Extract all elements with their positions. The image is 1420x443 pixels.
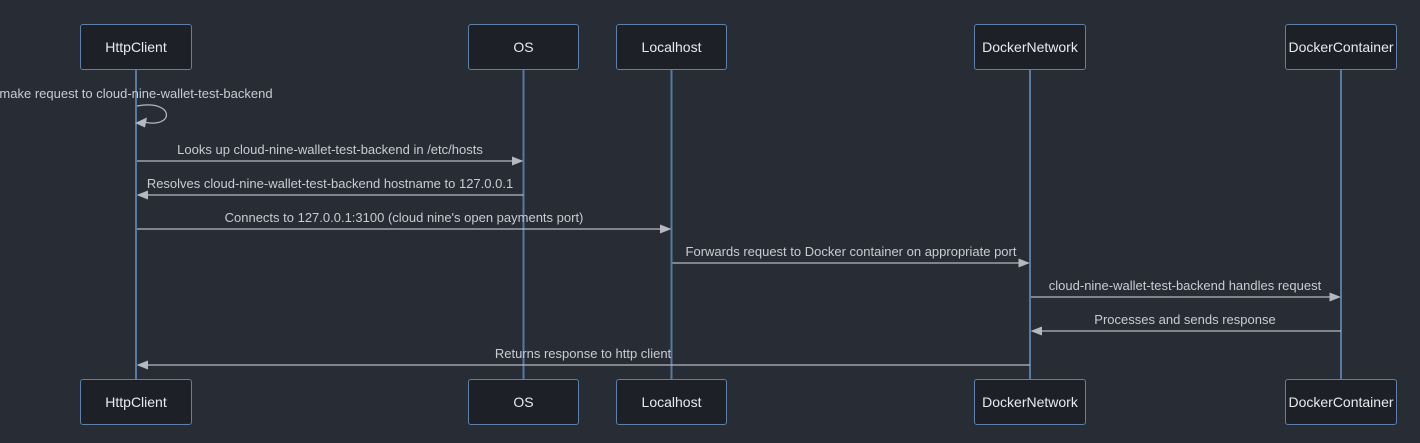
message-label-connects: Connects to 127.0.0.1:3100 (cloud nine's… [224, 210, 584, 225]
participant-label: DockerContainer [1288, 39, 1394, 55]
message-label-returns: Returns response to http client [494, 346, 672, 361]
message-arrow-returns [136, 360, 1030, 370]
message-arrow-connects [137, 224, 672, 234]
message-arrow-resolves [136, 190, 524, 200]
message-arrow-self-loop [135, 104, 167, 128]
participant-label: Localhost [641, 39, 702, 55]
participant-box-os-top: OS [468, 24, 579, 70]
participant-box-dockercontainer-top: DockerContainer [1285, 24, 1397, 70]
participant-box-httpclient-bottom: HttpClient [80, 379, 192, 425]
participant-label: HttpClient [105, 394, 167, 410]
participant-label: DockerNetwork [982, 39, 1078, 55]
message-label-processes: Processes and sends response [1094, 312, 1276, 327]
participant-box-localhost-top: Localhost [616, 24, 727, 70]
message-arrow-lookup [137, 156, 524, 166]
participant-box-dockercontainer-bottom: DockerContainer [1285, 379, 1397, 425]
participant-label: OS [513, 394, 534, 410]
participant-label: Localhost [641, 394, 702, 410]
participant-box-os-bottom: OS [468, 379, 579, 425]
participant-label: HttpClient [105, 39, 167, 55]
message-label-resolves: Resolves cloud-nine-wallet-test-backend … [146, 176, 514, 191]
participant-label: DockerNetwork [982, 394, 1078, 410]
participant-box-dockernetwork-top: DockerNetwork [974, 24, 1086, 70]
participant-label: DockerContainer [1288, 394, 1394, 410]
participant-box-localhost-bottom: Localhost [616, 379, 727, 425]
message-label-forwards: Forwards request to Docker container on … [685, 244, 1017, 259]
message-label-lookup: Looks up cloud-nine-wallet-test-backend … [177, 142, 483, 157]
message-arrow-handles [1031, 292, 1341, 302]
participant-box-httpclient-top: HttpClient [80, 24, 192, 70]
message-label-handles: cloud-nine-wallet-test-backend handles r… [1048, 278, 1322, 293]
message-label-self-request: make request to cloud-nine-wallet-test-b… [0, 86, 273, 101]
participant-label: OS [513, 39, 534, 55]
message-arrow-forwards [672, 258, 1030, 268]
message-arrow-processes [1030, 326, 1341, 336]
participant-box-dockernetwork-bottom: DockerNetwork [974, 379, 1086, 425]
